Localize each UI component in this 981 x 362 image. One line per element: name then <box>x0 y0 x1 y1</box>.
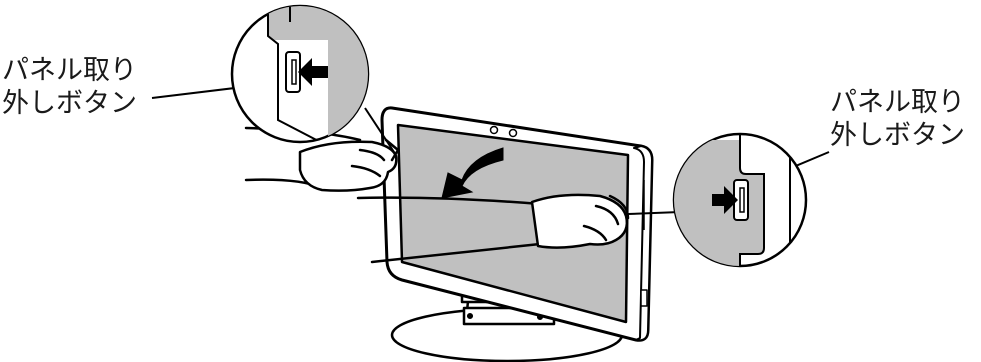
left-fist <box>300 142 396 191</box>
left-label-line2: 外しボタン <box>2 87 137 120</box>
camera-icon <box>510 130 517 137</box>
right-button-slot <box>740 188 744 212</box>
right-label-line2: 外しボタン <box>830 119 965 152</box>
left-callout <box>232 0 400 150</box>
left-button-label: パネル取り 外しボタン <box>2 54 137 120</box>
right-button-label: パネル取り 外しボタン <box>830 86 965 152</box>
stand-screw <box>468 314 472 318</box>
left-button-slot <box>292 60 296 84</box>
right-callout <box>660 134 806 280</box>
side-port <box>641 290 647 306</box>
camera-icon <box>491 127 498 134</box>
left-label-line1: パネル取り <box>2 54 137 87</box>
right-hand-palm <box>532 195 627 248</box>
right-label-line1: パネル取り <box>830 86 965 119</box>
